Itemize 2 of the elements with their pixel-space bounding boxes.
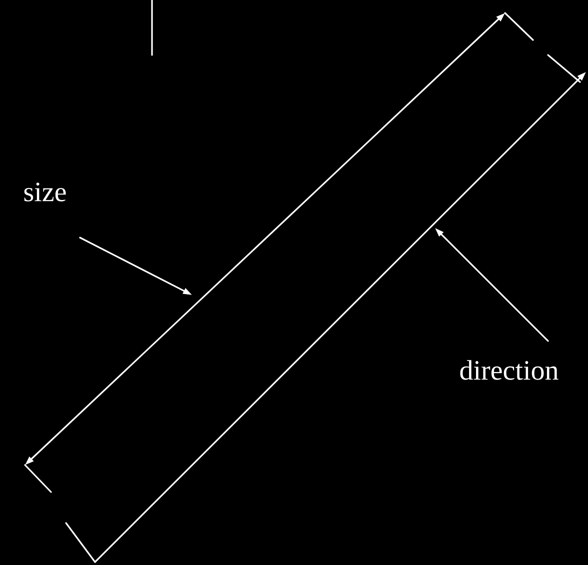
text-label: direction — [460, 360, 558, 380]
text-label: size — [24, 182, 66, 202]
